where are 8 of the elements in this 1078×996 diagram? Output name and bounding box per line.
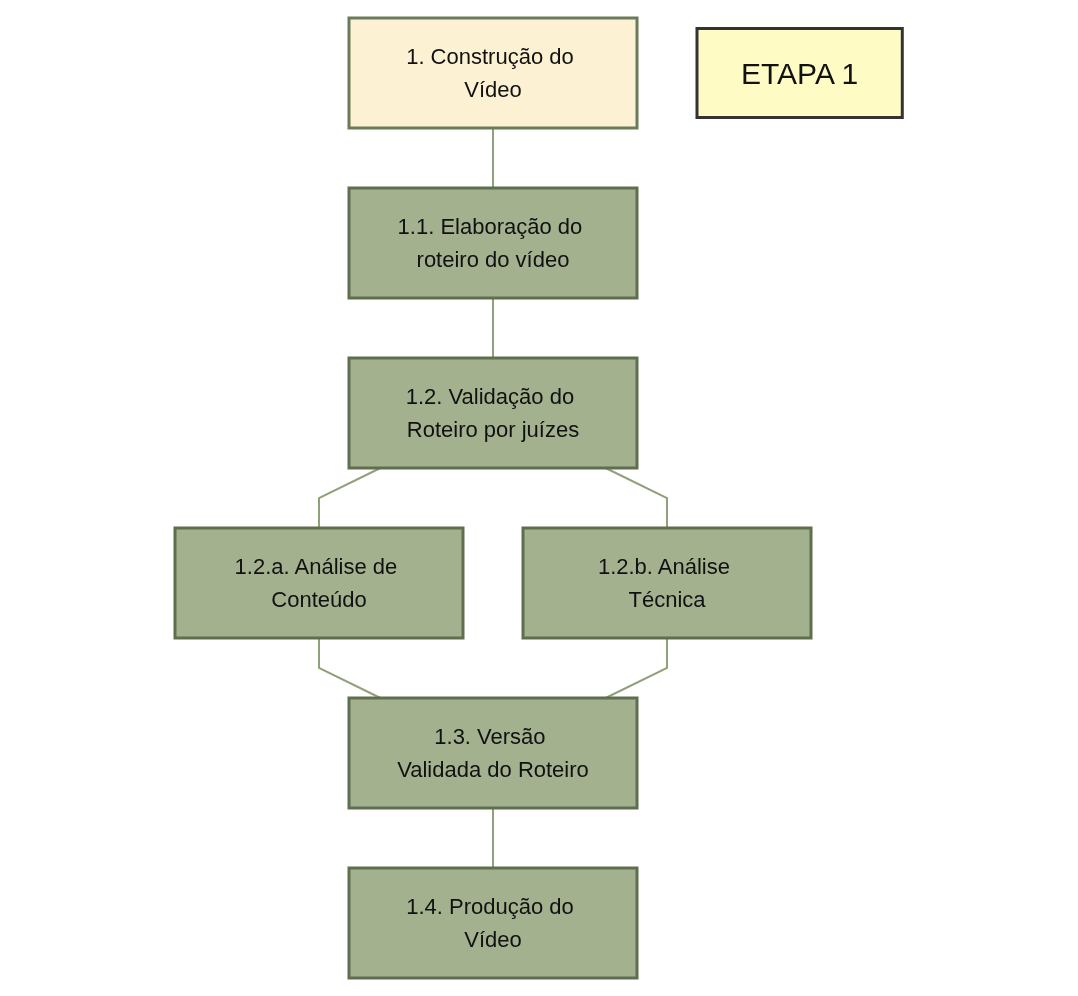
node-box: 1.4. Produção do Vídeo — [347, 866, 639, 980]
node-box: 1. Construção do Vídeo — [347, 16, 639, 130]
node-box: 1.1. Elaboração do roteiro do vídeo — [347, 186, 639, 300]
node-box: 1.3. Versão Validada do Roteiro — [347, 696, 639, 810]
node-box: 1.2.a. Análise de Conteúdo — [173, 526, 465, 640]
node-box: 1.2.b. Análise Técnica — [521, 526, 813, 640]
node-box: ETAPA 1 — [695, 27, 905, 119]
node-box: 1.2. Validação do Roteiro por juízes — [347, 356, 639, 470]
